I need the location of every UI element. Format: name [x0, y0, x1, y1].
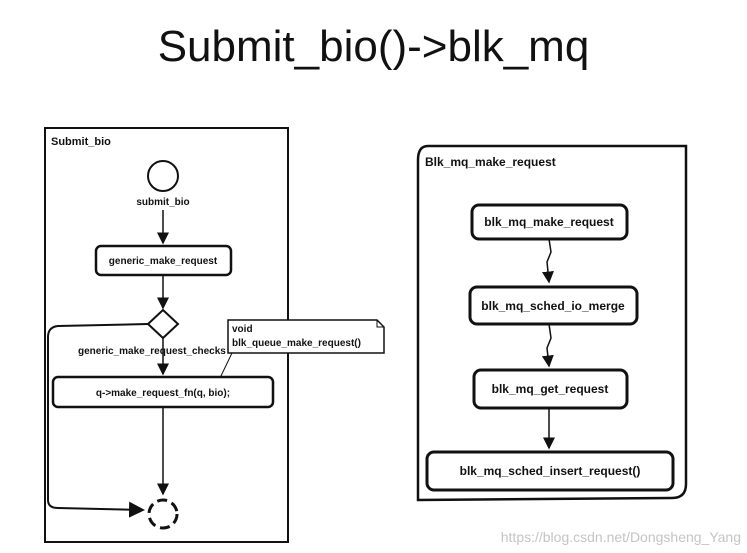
- decision-diamond-icon: [146, 308, 180, 340]
- loop-back-path: [47, 323, 149, 518]
- note-line1: void: [232, 324, 253, 335]
- blk-mq-get-request-label: blk_mq_get_request: [492, 382, 609, 396]
- note-line2: blk_queue_make_request(): [232, 338, 361, 349]
- note-callout: void blk_queue_make_request(): [219, 319, 385, 379]
- left-panel: Submit_bio submit_bio generic_make_reque…: [44, 127, 289, 543]
- flow-arrow-b-c: [541, 323, 554, 368]
- slide-title: Submit_bio()->blk_mq: [157, 22, 590, 71]
- right-panel: Blk_mq_make_request blk_mq_make_request …: [416, 144, 688, 502]
- flow-arrow-a-b: [541, 238, 554, 284]
- note-box: [227, 319, 385, 354]
- note-connector: [219, 352, 233, 379]
- left-panel-label: Submit_bio: [51, 136, 111, 148]
- blk-mq-make-request-label: blk_mq_make_request: [484, 215, 613, 229]
- right-panel-label: Blk_mq_make_request: [425, 155, 556, 169]
- start-node-label: submit_bio: [136, 197, 189, 208]
- generic-make-request-label: generic_make_request: [109, 256, 218, 267]
- blk-mq-get-request-node: [472, 368, 629, 410]
- blk-mq-sched-insert-request-label: blk_mq_sched_insert_request(): [460, 464, 641, 478]
- blk-mq-sched-insert-request-node: [425, 450, 675, 492]
- watermark: https://blog.csdn.net/Dongsheng_Yang: [500, 529, 741, 545]
- right-panel-frame: [416, 144, 688, 502]
- start-node-icon: [147, 160, 179, 192]
- blk-mq-sched-io-merge-node: [468, 285, 639, 326]
- note-fold-icon: [376, 320, 384, 328]
- end-node-icon: [147, 498, 179, 530]
- decision-label: generic_make_request_checks: [78, 346, 226, 357]
- blk-mq-sched-io-merge-label: blk_mq_sched_io_merge: [481, 299, 625, 313]
- make-request-fn-label: q->make_request_fn(q, bio);: [96, 388, 230, 399]
